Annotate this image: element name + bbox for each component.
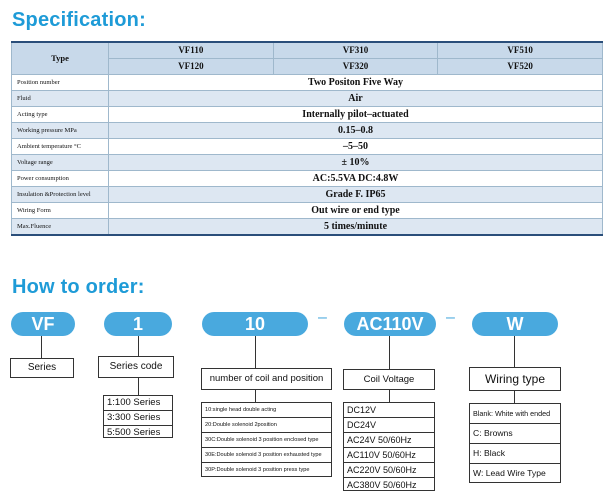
separator-dash: – (318, 309, 327, 326)
connector-line (389, 390, 390, 402)
connector-line (255, 390, 256, 402)
spec-row: Voltage range± 10% (11, 154, 603, 171)
coil-position-list: 10:single head double acting 20:Double s… (201, 402, 332, 477)
wiring-type-option: Blank: White with ended (470, 404, 560, 424)
coil-position-option: 30P:Double solenoid 3 position press typ… (205, 467, 310, 473)
spec-value: Internally pilot–actuated (108, 106, 603, 123)
voltage-pill: AC110V (344, 312, 436, 336)
coil-voltage-list: DC12V DC24V AC24V 50/60Hz AC110V 50/60Hz… (343, 402, 435, 491)
coil-position-option: 20:Double solenoid 2position (202, 418, 331, 433)
spec-label: Insulation &Protection level (11, 186, 109, 203)
spec-label: Ambient temperature °C (11, 138, 109, 155)
spec-value: –5–50 (108, 138, 603, 155)
spec-label: Fluid (11, 90, 109, 107)
coil-position-box: number of coil and position (201, 368, 332, 390)
spec-label: Position number (11, 74, 109, 91)
specification-heading: Specification: (12, 9, 146, 31)
coil-voltage-option: AC24V 50/60Hz (344, 433, 434, 448)
series-code-pill: VF (11, 312, 75, 336)
series-code-box: Series code (98, 356, 174, 378)
coil-voltage-option: DC24V (344, 418, 434, 433)
wiring-type-list: Blank: White with ended C: Browns H: Bla… (469, 403, 561, 483)
series-number-pill: 1 (104, 312, 172, 336)
wiring-type-option: W: Lead Wire Type (473, 468, 546, 478)
connector-line (514, 391, 515, 403)
coil-voltage-option: AC110V 50/60Hz (344, 448, 434, 463)
series-code-option: 1:100 Series (104, 396, 172, 411)
wiring-type-option: H: Black (470, 444, 560, 464)
wiring-type-option: C: Browns (470, 424, 560, 444)
spec-label: Wiring Form (11, 202, 109, 219)
how-to-order-heading: How to order: (12, 276, 145, 298)
connector-line (138, 378, 139, 395)
spec-row: Ambient temperature °C–5–50 (11, 138, 603, 155)
coil-voltage-option: DC12V (344, 403, 434, 418)
model-cell: VF110 (108, 41, 274, 59)
series-box: Series (10, 358, 74, 378)
coil-voltage-box: Coil Voltage (343, 369, 435, 390)
coil-position-pill: 10 (202, 312, 308, 336)
model-cell: VF510 (437, 41, 603, 59)
model-row-1: Type VF110 VF310 VF510 (11, 41, 603, 75)
connector-line (514, 336, 515, 367)
spec-value: ± 10% (108, 154, 603, 171)
coil-position-option: 30C:Double solenoid 3 position enclosed … (202, 433, 331, 448)
connector-line (389, 336, 390, 369)
type-header: Type (11, 41, 109, 75)
spec-value: AC:5.5VA DC:4.8W (108, 170, 603, 187)
model-cell: VF320 (272, 58, 439, 75)
connector-line (255, 336, 256, 368)
model-cell: VF120 (108, 58, 274, 75)
wiring-pill: W (472, 312, 558, 336)
spec-value: 5 times/minute (108, 218, 603, 236)
coil-voltage-option: AC220V 50/60Hz (344, 463, 434, 478)
series-code-option: 3:300 Series (104, 411, 172, 426)
model-cell: VF520 (437, 58, 603, 75)
spec-label: Power consumption (11, 170, 109, 187)
spec-value: Two Positon Five Way (108, 74, 603, 91)
spec-label: Working pressure MPa (11, 122, 109, 139)
series-code-option: 5:500 Series (107, 427, 161, 438)
spec-value: Air (108, 90, 603, 107)
spec-label: Max.Fluence (11, 218, 109, 236)
coil-position-option: 30E:Double solenoid 3 position exhausted… (202, 448, 331, 463)
series-code-list: 1:100 Series 3:300 Series 5:500 Series (103, 395, 173, 438)
separator-dash: – (446, 309, 455, 326)
connector-line (41, 336, 42, 358)
coil-voltage-option: AC380V 50/60Hz (347, 480, 417, 490)
spec-value: 0.15–0.8 (108, 122, 603, 139)
specification-table: Type VF110 VF310 VF510 VF120 VF320 VF520… (11, 41, 603, 236)
model-cell: VF310 (272, 41, 439, 59)
wiring-type-box: Wiring type (469, 367, 561, 391)
spec-label: Acting type (11, 106, 109, 123)
coil-position-option: 10:single head double acting (202, 403, 331, 418)
spec-value: Out wire or end type (108, 202, 603, 219)
connector-line (138, 336, 139, 356)
spec-label: Voltage range (11, 154, 109, 171)
spec-value: Grade F. IP65 (108, 186, 603, 203)
